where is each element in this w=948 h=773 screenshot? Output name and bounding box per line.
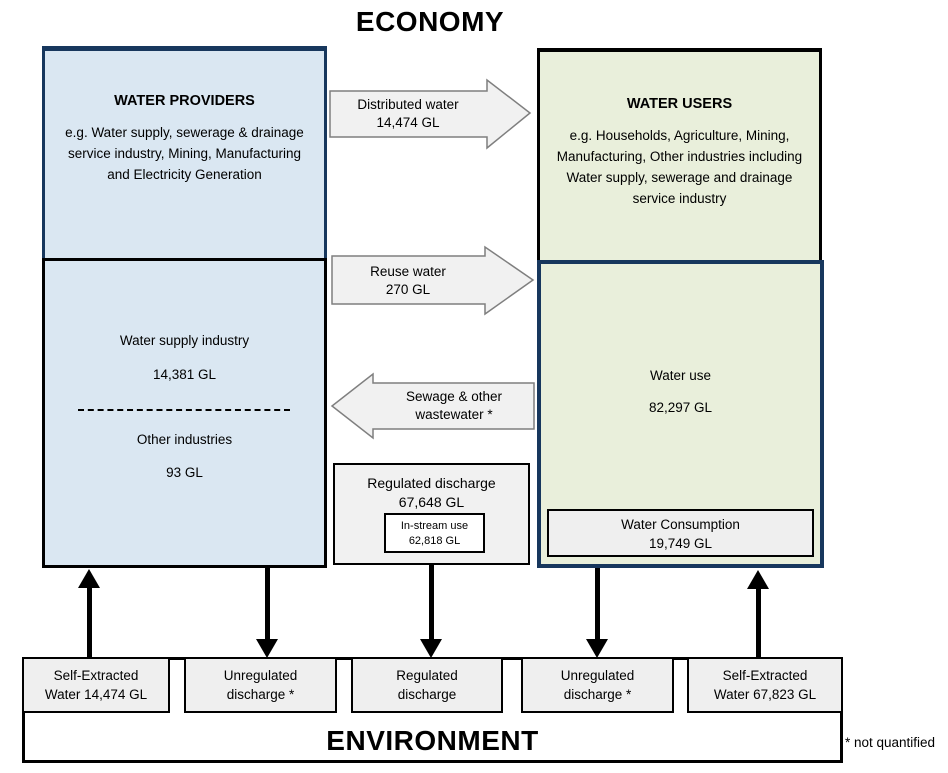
env-box-line2: discharge *: [226, 687, 295, 702]
env-box-line2: Water 67,823 GL: [713, 687, 817, 702]
water-users-box: WATER USERS e.g. Households, Agriculture…: [537, 48, 822, 260]
arrow-up-icon: [747, 570, 769, 589]
distributed-water-label: Distributed water: [357, 97, 459, 112]
economy-title: ECONOMY: [355, 6, 505, 37]
water-providers-box: WATER PROVIDERS e.g. Water supply, sewer…: [42, 46, 327, 258]
arrow-up-icon: [78, 569, 100, 588]
env-box-self-extracted-right: Self-Extracted Water 67,823 GL: [687, 657, 843, 713]
regulated-discharge-label: Regulated discharge: [367, 475, 496, 491]
reuse-water-value: 270 GL: [385, 281, 431, 297]
sewage-wastewater-line1: Sewage & other: [405, 389, 503, 404]
water-supply-industry-label: Water supply industry: [119, 333, 250, 348]
distributed-water-value: 14,474 GL: [376, 115, 440, 130]
arrow-down-icon: [420, 639, 442, 658]
in-stream-use-label: In-stream use: [400, 520, 469, 532]
env-box-regulated: Regulated discharge: [351, 657, 503, 713]
water-consumption-value: 19,749 GL: [648, 536, 713, 551]
sewage-wastewater-line2: wastewater *: [415, 407, 493, 422]
in-stream-use-box: In-stream use 62,818 GL: [384, 513, 485, 553]
water-supply-industry-box: Water supply industry 14,381 GL Other in…: [42, 258, 327, 568]
regulated-discharge-value: 67,648 GL: [398, 494, 465, 510]
env-box-line1: Regulated: [396, 668, 458, 683]
other-industries-label: Other industries: [136, 432, 233, 447]
env-box-line1: Unregulated: [560, 668, 635, 683]
env-box-line1: Unregulated: [223, 668, 298, 683]
water-use-value: 82,297 GL: [648, 400, 713, 415]
water-consumption-box: Water Consumption 19,749 GL: [547, 509, 814, 557]
arrow-down-icon: [256, 639, 278, 658]
water-use-label: Water use: [649, 368, 712, 383]
reuse-water-label: Reuse water: [370, 263, 446, 279]
water-use-box: Water use 82,297 GL Water Consumption 19…: [537, 260, 824, 568]
water-users-description: e.g. Households, Agriculture, Mining, Ma…: [556, 128, 803, 206]
env-box-unregulated-right: Unregulated discharge *: [521, 657, 674, 713]
regulated-discharge-box: Regulated discharge 67,648 GL In-stream …: [333, 463, 530, 565]
env-box-unregulated-left: Unregulated discharge *: [184, 657, 337, 713]
env-box-line1: Self-Extracted: [53, 668, 139, 683]
env-box-line2: discharge *: [563, 687, 632, 702]
water-providers-title: WATER PROVIDERS: [114, 93, 255, 109]
water-supply-industry-value: 14,381 GL: [152, 367, 217, 382]
env-box-line1: Self-Extracted: [722, 668, 808, 683]
env-box-line2: Water 14,474 GL: [44, 687, 148, 702]
in-stream-use-value: 62,818 GL: [408, 535, 461, 547]
water-providers-description: e.g. Water supply, sewerage & drainage s…: [65, 125, 304, 182]
distributed-water-arrow: Distributed water 14,474 GL: [329, 78, 532, 150]
dashed-divider: [78, 409, 290, 411]
environment-title: ENVIRONMENT: [326, 725, 539, 756]
other-industries-value: 93 GL: [166, 465, 203, 480]
arrow-down-icon: [586, 639, 608, 658]
env-box-line2: discharge: [397, 687, 457, 702]
water-consumption-label: Water Consumption: [621, 517, 740, 532]
right-arrow-icon: [329, 78, 532, 150]
reuse-water-arrow: Reuse water 270 GL: [331, 245, 535, 316]
right-arrow-icon: [331, 245, 535, 316]
footnote-not-quantified: * not quantified: [845, 735, 936, 750]
sewage-wastewater-arrow: Sewage & other wastewater *: [330, 372, 535, 440]
left-arrow-icon: [330, 372, 535, 440]
env-box-self-extracted-left: Self-Extracted Water 14,474 GL: [22, 657, 170, 713]
water-users-title: WATER USERS: [626, 96, 733, 112]
